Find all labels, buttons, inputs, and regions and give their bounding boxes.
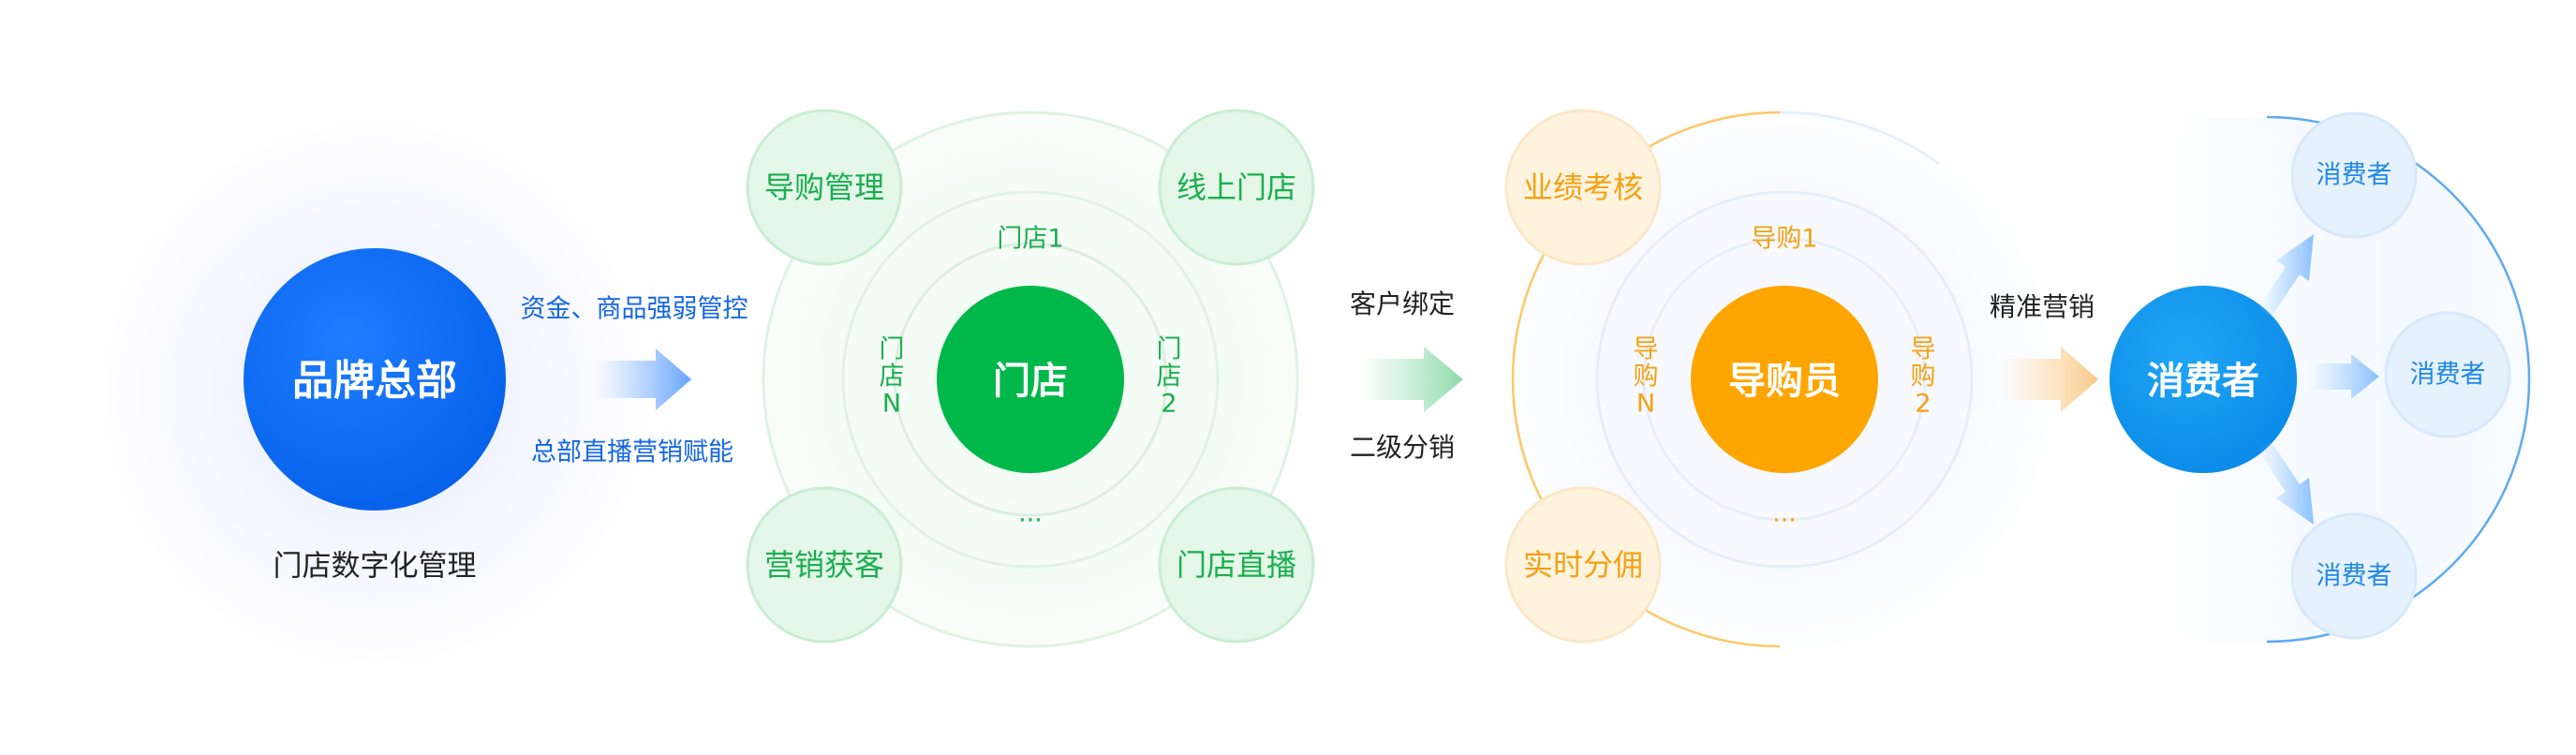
- consumer-sat-top-label: 消费者: [2316, 160, 2392, 190]
- store-ring-inner: [893, 242, 1168, 517]
- store-sat-bottom-left-circle: [746, 486, 903, 644]
- consumer-arrow-top: [2258, 234, 2314, 317]
- link-bottom-label: 二级分销: [1349, 432, 1456, 463]
- store-ring-bottom-label: ...: [1018, 498, 1043, 528]
- guide-arrow-label: 精准营销: [1989, 291, 2095, 322]
- store-sat-top-right-circle: [1158, 109, 1315, 266]
- consumer-arrow-bottom: [2258, 442, 2314, 525]
- guide-sat-top-label: 业绩考核: [1522, 170, 1644, 205]
- consumer-sat-top-circle: [2290, 111, 2418, 239]
- consumer-arrow-right: [2309, 354, 2379, 399]
- guide-ring-inner: [1642, 237, 1927, 522]
- consumer-sat-right-label: 消费者: [2409, 360, 2486, 390]
- consumer-sat-right-circle: [2384, 311, 2511, 438]
- store-sat-bottom-right-circle: [1158, 486, 1315, 644]
- guide-center-circle: [1691, 286, 1878, 473]
- guide-sat-bottom-circle: [1504, 486, 1662, 644]
- guide-outer-arc-right: [1779, 111, 1940, 166]
- store-sat-bottom-left-label: 营销获客: [763, 547, 885, 583]
- link-arrow: [1358, 347, 1463, 412]
- hq-arrow-top-label: 资金、商品强弱管控: [520, 294, 748, 324]
- guide-ring-top-label: 导购1: [1751, 224, 1818, 254]
- guide-ring-bottom-label: ...: [1772, 498, 1797, 528]
- store-sat-bottom-right-label: 门店直播: [1176, 547, 1297, 583]
- guide-sat-top-circle: [1504, 109, 1662, 266]
- store-sat-top-right-label: 线上门店: [1176, 170, 1297, 205]
- guide-arrow: [2000, 347, 2098, 412]
- consumer-center-label: 消费者: [2147, 360, 2259, 403]
- store-sat-top-left-circle: [746, 109, 903, 266]
- consumer-sat-bottom-label: 消费者: [2316, 561, 2392, 591]
- guide-outer-arc: [1511, 111, 1781, 648]
- store-ring-top-label: 门店1: [997, 224, 1064, 254]
- hq-caption: 门店数字化管理: [273, 549, 477, 584]
- guide-sat-bottom-label: 实时分佣: [1522, 547, 1644, 583]
- consumer-center-circle: [2110, 286, 2297, 473]
- link-top-label: 客户绑定: [1349, 289, 1456, 319]
- hq-title: 品牌总部: [292, 357, 457, 405]
- store-center-label: 门店: [993, 360, 1068, 403]
- hq-arrow: [595, 348, 691, 410]
- guide-center-label: 导购员: [1728, 360, 1841, 403]
- consumer-sat-bottom-circle: [2290, 512, 2418, 640]
- hq-circle: [244, 248, 506, 511]
- store-center-circle: [937, 286, 1124, 473]
- hq-arrow-bottom-label: 总部直播营销赋能: [531, 437, 733, 467]
- store-sat-top-left-label: 导购管理: [763, 170, 885, 205]
